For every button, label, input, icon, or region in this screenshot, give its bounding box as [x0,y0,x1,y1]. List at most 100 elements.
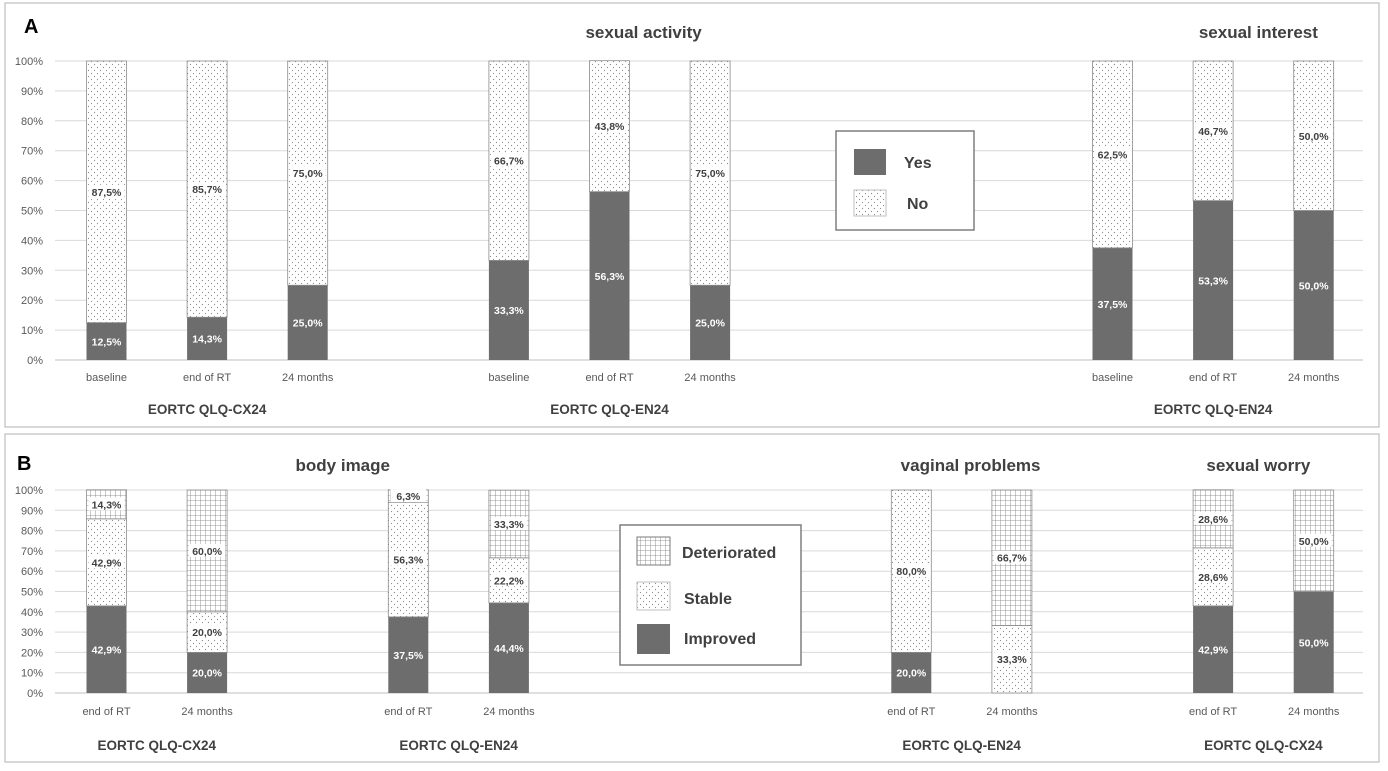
legend-label-improved: Improved [684,631,756,648]
data-label: 28,6% [1198,514,1228,526]
data-label-bg [993,550,1030,564]
data-label: 25,0% [293,318,323,330]
data-label: 66,7% [997,553,1027,565]
x-tick-label: end of RT [82,706,130,718]
data-label: 50,0% [1299,637,1329,649]
x-tick-label: end of RT [183,372,231,384]
data-label-bg [390,489,427,503]
data-label-bg [1295,533,1332,547]
data-label: 37,5% [1098,299,1128,311]
x-tick-label: 24 months [1288,706,1340,718]
bar-segment-yes [86,322,127,360]
data-label-bg [390,552,427,566]
data-label-bg [692,166,729,180]
x-tick-label: end of RT [1189,372,1237,384]
x-tick-label: baseline [1092,372,1133,384]
data-label: 62,5% [1098,149,1128,161]
legend-swatch-yes [854,149,886,175]
chart-title: sexual worry [1206,456,1310,475]
group-label: EORTC QLQ-EN24 [399,738,518,753]
y-tick-label: 0% [27,688,43,700]
x-tick-label: 24 months [483,706,535,718]
data-label: 44,4% [494,643,524,655]
group-label: EORTC QLQ-EN24 [1154,402,1273,417]
x-tick-label: end of RT [585,372,633,384]
y-tick-label: 10% [21,325,43,337]
data-label-bg [490,573,527,587]
data-label: 37,5% [393,650,423,662]
y-tick-label: 100% [15,56,43,68]
data-label-bg [189,182,226,196]
data-label: 87,5% [92,187,122,199]
data-label: 42,9% [92,557,122,569]
chart-b: 0%10%20%30%40%50%60%70%80%90%100%body im… [15,456,1363,753]
bar-segment-improved [86,605,127,693]
y-tick-label: 80% [21,526,43,538]
data-label: 20,0% [896,668,926,680]
chart-title: sexual activity [585,23,702,42]
data-label: 50,0% [1299,131,1329,143]
x-tick-label: 24 months [684,372,736,384]
data-label-bg [289,166,326,180]
data-label-bg [1195,123,1232,137]
x-tick-label: 24 months [181,706,233,718]
data-label-bg [1094,147,1131,161]
y-tick-label: 60% [21,176,43,188]
group-label: EORTC QLQ-EN24 [902,738,1021,753]
data-label: 33,3% [494,519,524,531]
legend-swatch-stable [636,581,671,611]
data-label-bg [189,543,226,557]
data-label: 75,0% [695,168,725,180]
group-label: EORTC QLQ-CX24 [148,402,267,417]
data-label-bg [490,517,527,531]
bar-segment-improved [187,652,228,693]
bar-segment-yes [1193,200,1234,360]
y-tick-label: 30% [21,627,43,639]
bar-segment-yes [690,285,731,360]
y-tick-label: 70% [21,146,43,158]
y-tick-label: 50% [21,587,43,599]
chart-title: vaginal problems [901,456,1041,475]
y-tick-label: 40% [21,607,43,619]
data-label: 46,7% [1198,126,1228,138]
y-tick-label: 70% [21,546,43,558]
bar-segment-yes [589,191,630,360]
data-label: 28,6% [1198,572,1228,584]
x-tick-label: baseline [488,372,529,384]
data-label-bg [1295,128,1332,142]
data-label-bg [88,497,125,511]
data-label: 14,3% [92,499,122,511]
chart-title: sexual interest [1199,23,1318,42]
y-tick-label: 50% [21,206,43,218]
data-label: 22,2% [494,575,524,587]
data-label: 56,3% [393,555,423,567]
bar-segment-yes [1293,210,1334,360]
chart-a: 0%10%20%30%40%50%60%70%80%90%100%sexual … [15,23,1363,417]
data-label: 60,0% [192,546,222,558]
x-tick-label: end of RT [887,706,935,718]
data-label: 25,0% [695,318,725,330]
data-label: 50,0% [1299,536,1329,548]
data-label: 6,3% [396,491,421,503]
x-tick-label: baseline [86,372,127,384]
data-label: 43,8% [595,121,625,133]
x-tick-label: 24 months [986,706,1038,718]
group-label: EORTC QLQ-CX24 [1204,738,1323,753]
data-label: 42,9% [1198,644,1228,656]
data-label: 33,3% [494,305,524,317]
y-tick-label: 40% [21,235,43,247]
group-label: EORTC QLQ-EN24 [550,402,669,417]
data-label: 66,7% [494,156,524,168]
data-label-bg [893,564,930,578]
bar-segment-yes [1092,247,1133,360]
legend-a: Yes No [835,130,975,231]
bar-segment-improved [1193,605,1234,693]
data-label: 56,3% [595,271,625,283]
data-label-bg [88,184,125,198]
x-tick-label: end of RT [384,706,432,718]
data-label: 75,0% [293,168,323,180]
panel-a-letter: A [24,16,38,38]
data-label: 85,7% [192,184,222,196]
bar-segment-improved [388,616,429,693]
